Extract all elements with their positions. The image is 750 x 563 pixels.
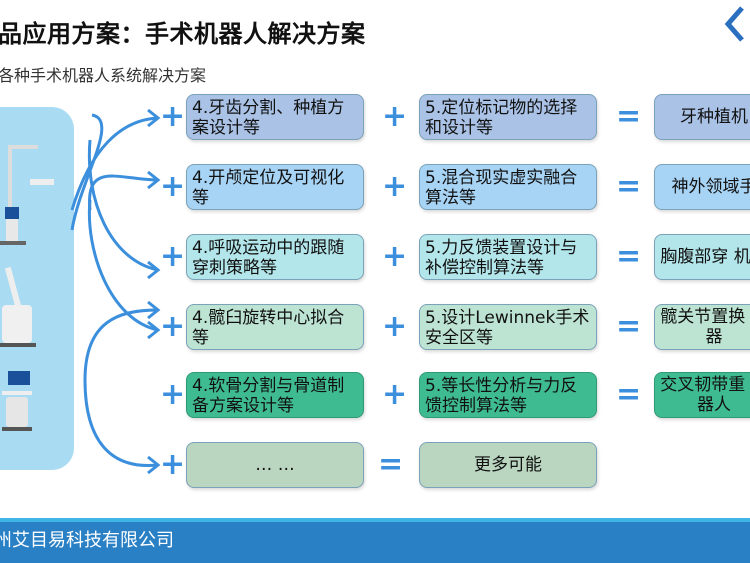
plus-sign: + [382,309,408,344]
arrow-curve [83,308,159,381]
plus-sign: + [160,99,186,134]
result-box[interactable]: 更多可能 [419,442,597,488]
equals-sign: = [616,169,642,204]
plus-sign: + [160,447,186,482]
page-subtitle: 各种手术机器人系统解决方案 [0,66,207,85]
plus-sign: + [160,377,186,412]
algorithm-box[interactable]: 5.力反馈装置设计与补偿控制算法等 [419,234,597,280]
company-logo [724,6,744,42]
algorithm-box[interactable]: 4.牙齿分割、种植方案设计等 [186,94,364,140]
equals-sign: = [616,99,642,134]
equals-sign: = [378,447,404,482]
page-title: 品应用方案：手术机器人解决方案 [0,20,366,48]
arrow-curve [87,139,159,272]
robot-image-panel [0,107,74,470]
plus-sign: + [382,377,408,412]
algorithm-box[interactable]: 4.开颅定位及可视化等 [186,164,364,210]
algorithm-box[interactable]: 5.定位标记物的选择和设计等 [419,94,597,140]
plus-sign: + [382,169,408,204]
result-box[interactable]: 神外领域手 [654,164,750,210]
plus-sign: + [382,99,408,134]
arrow-curve [87,199,159,332]
equals-sign: = [616,377,642,412]
result-box[interactable]: 牙种植机 [654,94,750,140]
equals-sign: = [616,309,642,344]
connector-arrows [70,108,161,475]
algorithm-box[interactable]: … … [186,442,364,488]
arrow-curve [70,113,104,231]
algorithm-box[interactable]: 5.等长性分析与力反馈控制算法等 [419,372,597,418]
algorithm-box[interactable]: 4.髋臼旋转中心拟合等 [186,304,364,350]
algorithm-box[interactable]: 4.软骨分割与骨道制备方案设计等 [186,372,364,418]
result-box[interactable]: 交叉韧带重 机器人 [654,372,750,418]
surgical-robots-image [0,145,54,431]
arrow-curve [83,379,159,468]
result-box[interactable]: 胸腹部穿 机器 [654,234,750,280]
arrow-curve [70,116,159,211]
algorithm-box[interactable]: 5.设计Lewinnek手术安全区等 [419,304,597,350]
footer-bar [0,518,750,563]
arrow-curve [88,174,159,211]
equals-sign: = [616,239,642,274]
algorithm-box[interactable]: 5.混合现实虚实融合算法等 [419,164,597,210]
algorithm-box[interactable]: 4.呼吸运动中的跟随穿刺策略等 [186,234,364,280]
plus-sign: + [160,239,186,274]
plus-sign: + [382,239,408,274]
company-name: 州艾目易科技有限公司 [0,530,174,551]
plus-sign: + [160,309,186,344]
result-box[interactable]: 髋关节置换 机器 [654,304,750,350]
plus-sign: + [160,169,186,204]
